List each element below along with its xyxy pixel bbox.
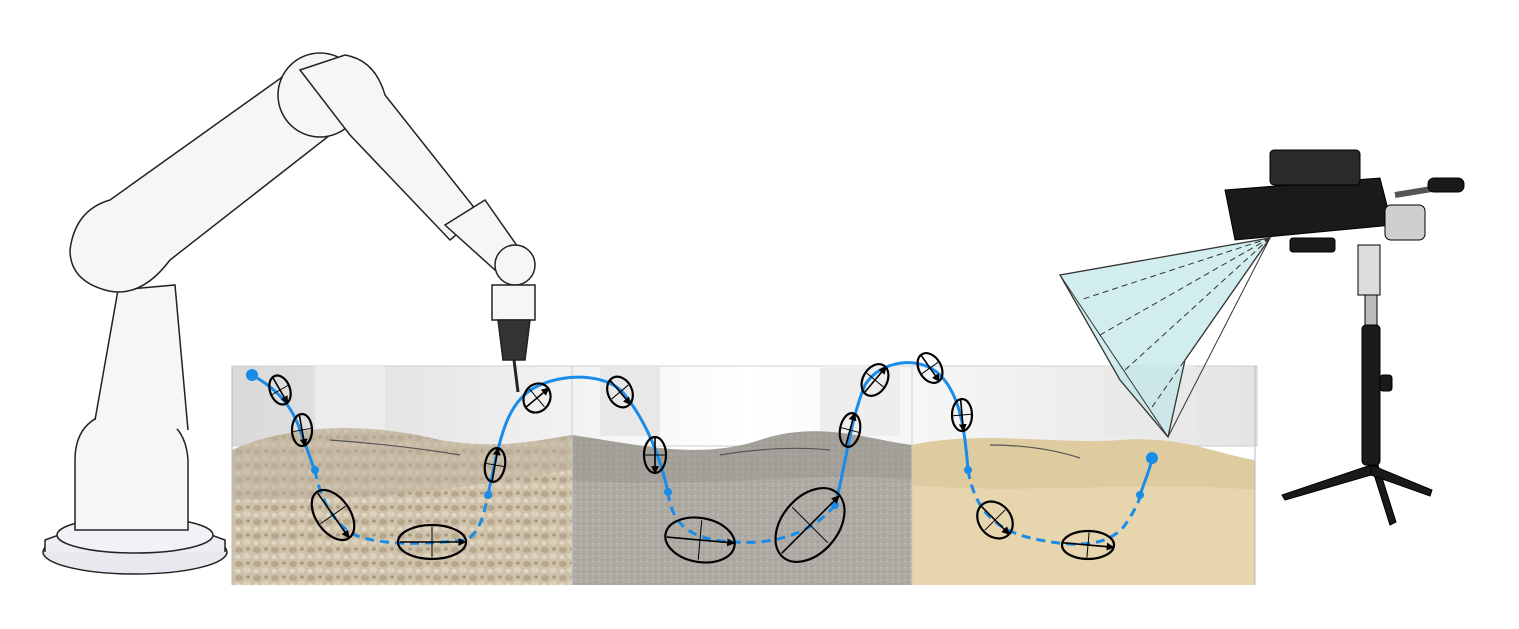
uncertainty-ellipse: [396, 523, 468, 561]
camera-rig: [1058, 149, 1465, 526]
robot-wrist: [491, 284, 536, 321]
robot-tool-tip: [512, 359, 520, 393]
uncertainty-ellipse: [642, 435, 668, 475]
robot-forearm: [298, 54, 482, 242]
uncertainty-ellipse: [916, 351, 944, 385]
gravel-surface: [232, 428, 572, 500]
uncertainty-ellipse: [522, 382, 552, 414]
waypoint-dot: [964, 466, 972, 474]
uncertainty-ellipse: [860, 363, 890, 397]
uncertainty-ellipse: [483, 447, 507, 483]
uncertainty-ellipse: [290, 412, 314, 448]
uncertainty-ellipse: [606, 375, 634, 409]
uncertainty-ellipse: [774, 487, 846, 563]
waypoint-dot: [484, 491, 492, 499]
uncertainty-ellipse: [664, 516, 736, 564]
uncertainty-ellipse: [976, 500, 1014, 540]
uncertainty-ellipse: [1060, 529, 1116, 561]
waypoint-dot: [664, 488, 672, 496]
uncertainty-ellipses: [268, 351, 1116, 564]
uncertainty-ellipse: [838, 412, 862, 448]
tripod: [1281, 244, 1433, 526]
waypoint-dot: [1146, 452, 1158, 464]
waypoint-dot: [311, 466, 319, 474]
depth-camera: [1224, 149, 1465, 253]
predicted-trajectory-segment: [966, 469, 1142, 546]
beige-sand-surface: [912, 438, 1255, 490]
waypoint-dot: [1136, 491, 1144, 499]
uncertainty-ellipse: [310, 488, 356, 542]
uncertainty-ellipse: [268, 374, 292, 406]
waypoint-dot: [246, 369, 258, 381]
uncertainty-ellipse: [950, 397, 974, 433]
robot-arm: [42, 52, 536, 575]
